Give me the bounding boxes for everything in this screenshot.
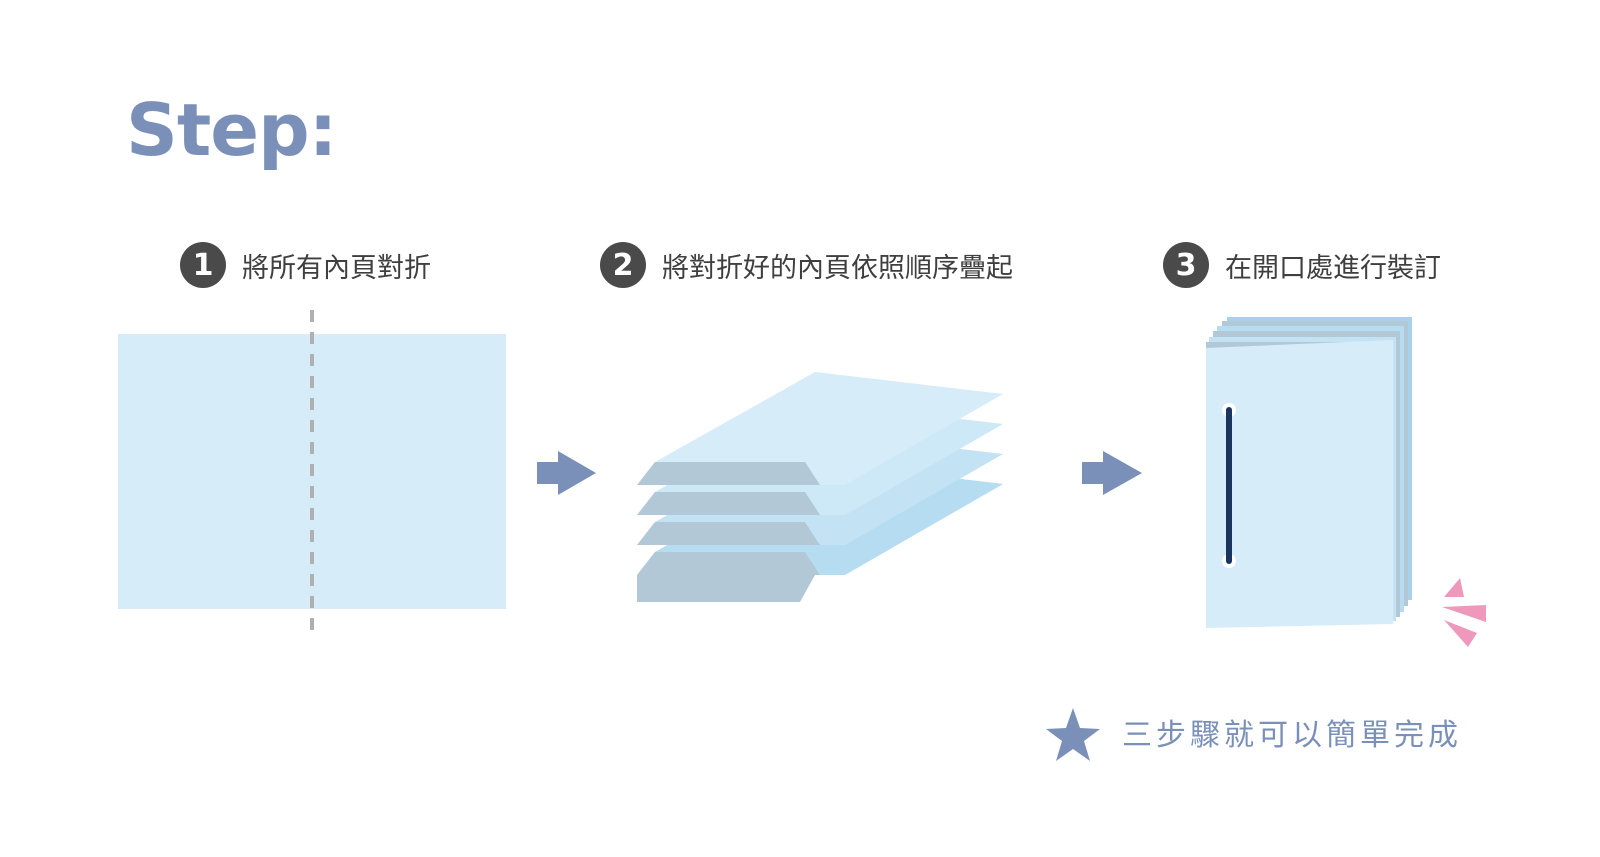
unfolded-sheet — [118, 310, 506, 635]
arrow-right-icon — [1082, 451, 1142, 495]
step-2: 2 將對折好的內頁依照順序疊起 — [600, 242, 1013, 288]
step-label: 將所有內頁對折 — [242, 252, 431, 284]
step-label: 在開口處進行裝訂 — [1225, 252, 1441, 284]
step-number-badge: 1 — [180, 242, 226, 288]
stacked-sheets — [637, 372, 1003, 602]
step-number-badge: 2 — [600, 242, 646, 288]
step-number-badge: 3 — [1163, 242, 1209, 288]
page-title: Step: — [126, 88, 337, 172]
step-3: 3 在開口處進行裝訂 — [1163, 242, 1441, 288]
stapled-booklet — [1206, 317, 1412, 628]
step-1: 1 將所有內頁對折 — [180, 242, 431, 288]
star-icon — [1046, 708, 1100, 761]
arrow-right-icon — [537, 451, 596, 495]
star-icon-spacer — [1044, 732, 1102, 733]
summary: 三步驟就可以簡單完成 — [1044, 710, 1462, 754]
summary-text: 三步驟就可以簡單完成 — [1122, 718, 1462, 753]
sparkle-icon — [1442, 578, 1486, 647]
step-label: 將對折好的內頁依照順序疊起 — [662, 252, 1013, 284]
